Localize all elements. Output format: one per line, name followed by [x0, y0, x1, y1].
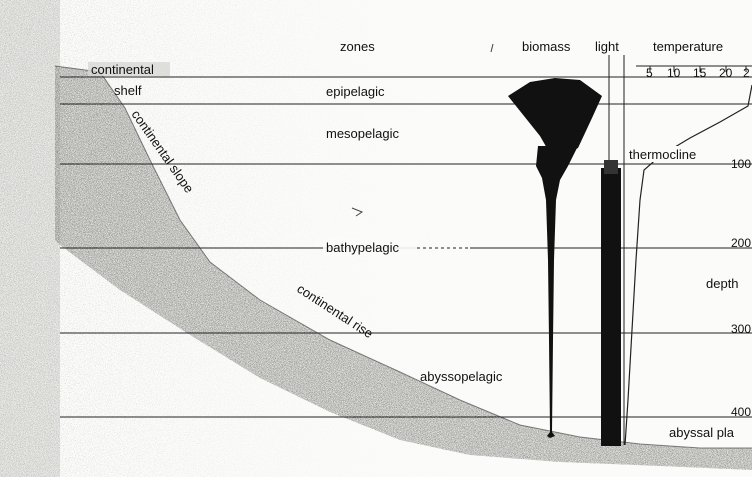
header-temperature: temperature [653, 39, 723, 54]
zone-label-bathypelagic: bathypelagic [326, 240, 399, 255]
label-thermocline: thermocline [629, 147, 696, 162]
temp-tick-label: 15 [693, 66, 707, 80]
temp-tick-label: 10 [667, 66, 681, 80]
depth-tick-label: 400 [731, 405, 751, 419]
zone-label-mesopelagic: mesopelagic [326, 126, 399, 141]
label-continental: continental [91, 62, 154, 77]
light-transition [604, 160, 618, 174]
temp-tick-label: 2 [743, 66, 750, 80]
header-light: light [595, 39, 619, 54]
depth-axis-label: depth [706, 276, 739, 291]
stray-mark [491, 44, 493, 52]
depth-tick-label: 300 [731, 322, 751, 336]
temp-tick-label: 20 [719, 66, 733, 80]
label-abyssal-plain: abyssal pla [669, 425, 735, 440]
biomass-stalk [536, 146, 578, 438]
depth-tick-label: 100 [731, 157, 751, 171]
left-edge-stipple [0, 0, 60, 477]
zone-label-abyssopelagic: abyssopelagic [420, 369, 503, 384]
temperature-curve [625, 85, 752, 445]
label-shelf: shelf [114, 83, 142, 98]
biomass-upper [508, 78, 602, 152]
light-dark-bar [601, 168, 621, 446]
temp-tick-label: 5 [646, 66, 653, 80]
depth-tick-label: 200 [731, 236, 751, 250]
header-zones: zones [340, 39, 375, 54]
header-biomass: biomass [522, 39, 571, 54]
zone-label-epipelagic: epipelagic [326, 84, 385, 99]
